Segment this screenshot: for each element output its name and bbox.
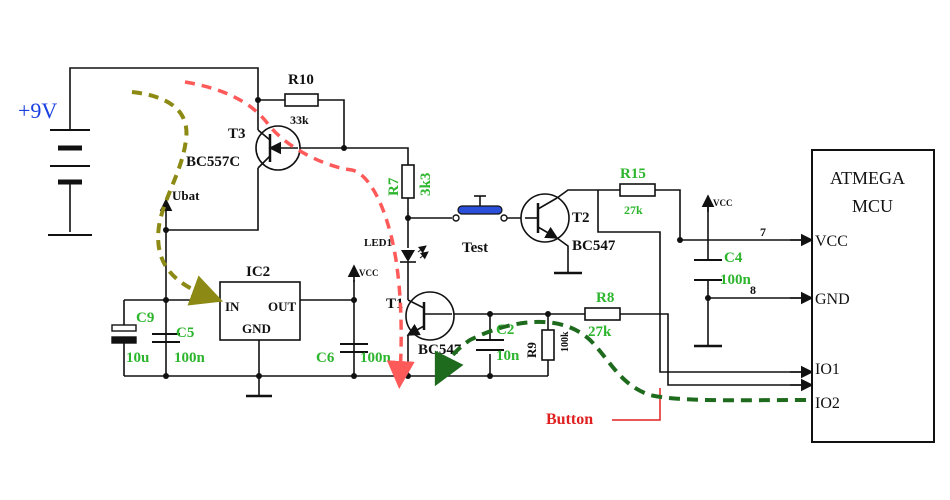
c5-capacitor — [152, 333, 180, 343]
button-label: Button — [546, 411, 593, 428]
t2-name: T2 — [572, 210, 590, 226]
t3-type: BC557C — [186, 154, 240, 170]
mcu-pin-gnd: GND — [815, 291, 850, 308]
t2-transistor — [520, 193, 570, 243]
r9-value: 100k — [560, 331, 571, 352]
c4-capacitor — [694, 259, 722, 281]
r15-resistor — [619, 183, 656, 197]
mcu-pin-io2: IO2 — [815, 395, 840, 412]
ic2-out-label: OUT — [268, 299, 297, 314]
c9-name: C9 — [136, 310, 154, 326]
mcu-pin-io1: IO1 — [815, 361, 840, 378]
t3-transistor — [255, 125, 301, 171]
r9-name: R9 — [524, 342, 539, 358]
battery-symbol — [50, 129, 90, 185]
current-path-red — [184, 80, 415, 389]
mcu-title-line2: MCU — [852, 196, 893, 216]
r7-name: R7 — [386, 177, 402, 196]
c6-capacitor — [340, 343, 368, 353]
r10-value: 33k — [290, 113, 309, 127]
net-7-label: 7 — [760, 225, 766, 239]
r10-name: R10 — [288, 72, 314, 88]
ic2-name: IC2 — [246, 264, 270, 280]
r15-value: 27k — [624, 203, 643, 217]
c2-capacitor — [476, 339, 504, 351]
c4-value: 100n — [720, 272, 752, 288]
current-path-green — [434, 320, 807, 403]
ic2-regulator — [219, 281, 301, 341]
c5-value: 100n — [174, 350, 206, 366]
net-8-label: 8 — [750, 283, 756, 297]
vcc-label-right: VCC — [713, 198, 733, 208]
led1-label: LED1 — [364, 237, 392, 249]
mcu-block — [811, 149, 935, 443]
mcu-pin-vcc: VCC — [815, 233, 848, 250]
c2-name: C2 — [496, 322, 514, 338]
current-path-olive — [131, 90, 224, 306]
r10-resistor — [284, 93, 319, 107]
r7-value: 3k3 — [418, 173, 434, 196]
wires — [48, 67, 814, 421]
c6-value: 100n — [360, 350, 392, 366]
c9-value: 10u — [126, 350, 149, 366]
c9-capacitor — [111, 324, 137, 344]
t2-type: BC547 — [572, 238, 616, 254]
c4-name: C4 — [724, 250, 743, 266]
r7-resistor — [401, 164, 415, 199]
ic2-in-label: IN — [225, 299, 240, 314]
t3-name: T3 — [228, 126, 246, 142]
test-switch — [452, 195, 508, 222]
c5-name: C5 — [176, 325, 194, 341]
ubat-label: Ubat — [172, 188, 200, 203]
r8-name: R8 — [596, 290, 614, 306]
led1-diode — [400, 245, 429, 263]
c6-name: C6 — [316, 350, 335, 366]
test-label: Test — [462, 240, 488, 256]
r9-resistor — [541, 329, 555, 361]
r15-name: R15 — [620, 166, 646, 182]
t1-transistor — [405, 291, 455, 341]
vcc-label-left: VCC — [359, 268, 379, 278]
r8-value: 27k — [588, 324, 612, 340]
mcu-title-line1: ATMEGA — [830, 168, 905, 188]
r8-resistor — [584, 307, 621, 321]
c2-value: 10n — [496, 348, 520, 364]
battery-voltage-label: +9V — [18, 98, 57, 123]
ic2-gnd-label: GND — [242, 321, 271, 336]
